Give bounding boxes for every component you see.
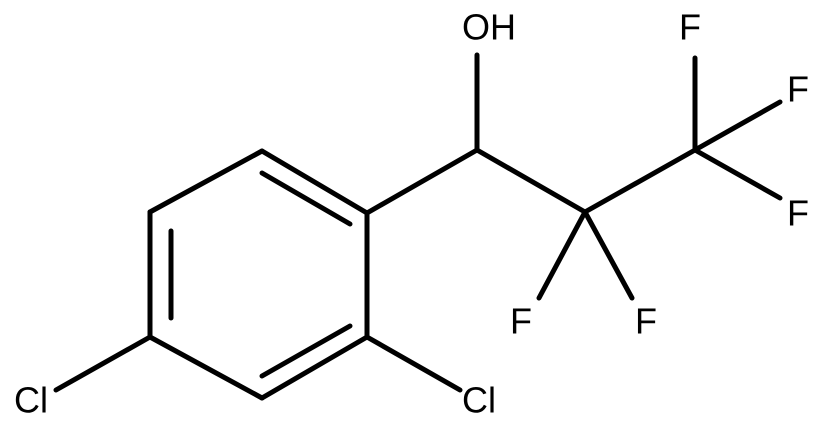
cl-left-label: Cl bbox=[14, 380, 48, 421]
cf3-f-upper-right-bond bbox=[692, 99, 783, 153]
f-bottom-left-label: F bbox=[510, 301, 532, 342]
cf2-f-right-bond bbox=[582, 209, 635, 301]
cl-right-label: Cl bbox=[462, 380, 496, 421]
cl-left-bond bbox=[53, 334, 153, 393]
f-top-label: F bbox=[679, 7, 701, 48]
oh-label: OH bbox=[462, 7, 516, 48]
ring-inner-double-bottom bbox=[259, 323, 353, 379]
cl-right-bond bbox=[364, 334, 463, 393]
cf2-f-left-bond bbox=[536, 209, 588, 301]
f-bottom-right-label: F bbox=[635, 301, 657, 342]
cf3-f-lower-right-bond bbox=[692, 147, 783, 201]
ring-bond-top bbox=[147, 148, 265, 215]
carbinol-cf2-bond bbox=[474, 147, 588, 215]
ring-inner-double-top bbox=[259, 170, 353, 227]
ring-bond-bottom-right bbox=[259, 334, 370, 401]
ring-bond-bottom-left bbox=[147, 334, 265, 401]
f-lower-right-label: F bbox=[787, 193, 809, 234]
f-upper-right-label: F bbox=[787, 69, 809, 110]
ring-bond-top-right bbox=[259, 148, 370, 216]
benzene-ring bbox=[147, 148, 370, 401]
aryl-carbinol-bond bbox=[364, 147, 480, 216]
cf2-cf3-bond bbox=[582, 147, 698, 215]
